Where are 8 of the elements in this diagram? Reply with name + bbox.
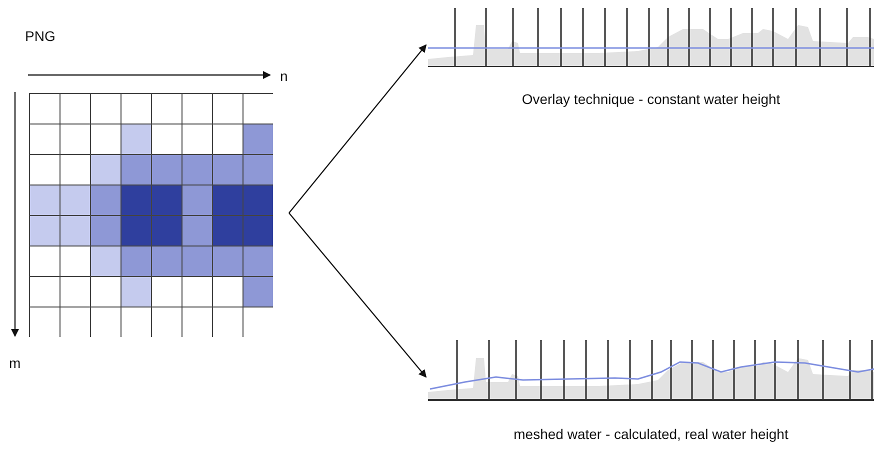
arrow: [288, 212, 427, 378]
pixel-grid-drawing: [29, 93, 273, 337]
axis-label: m: [9, 354, 21, 373]
arrow: [288, 44, 427, 214]
axis-label: n: [280, 67, 288, 86]
panel-caption: Overlay technique - constant water height: [522, 90, 780, 109]
panel-caption: meshed water - calculated, real water height: [514, 425, 788, 444]
format-label: PNG: [25, 27, 56, 46]
